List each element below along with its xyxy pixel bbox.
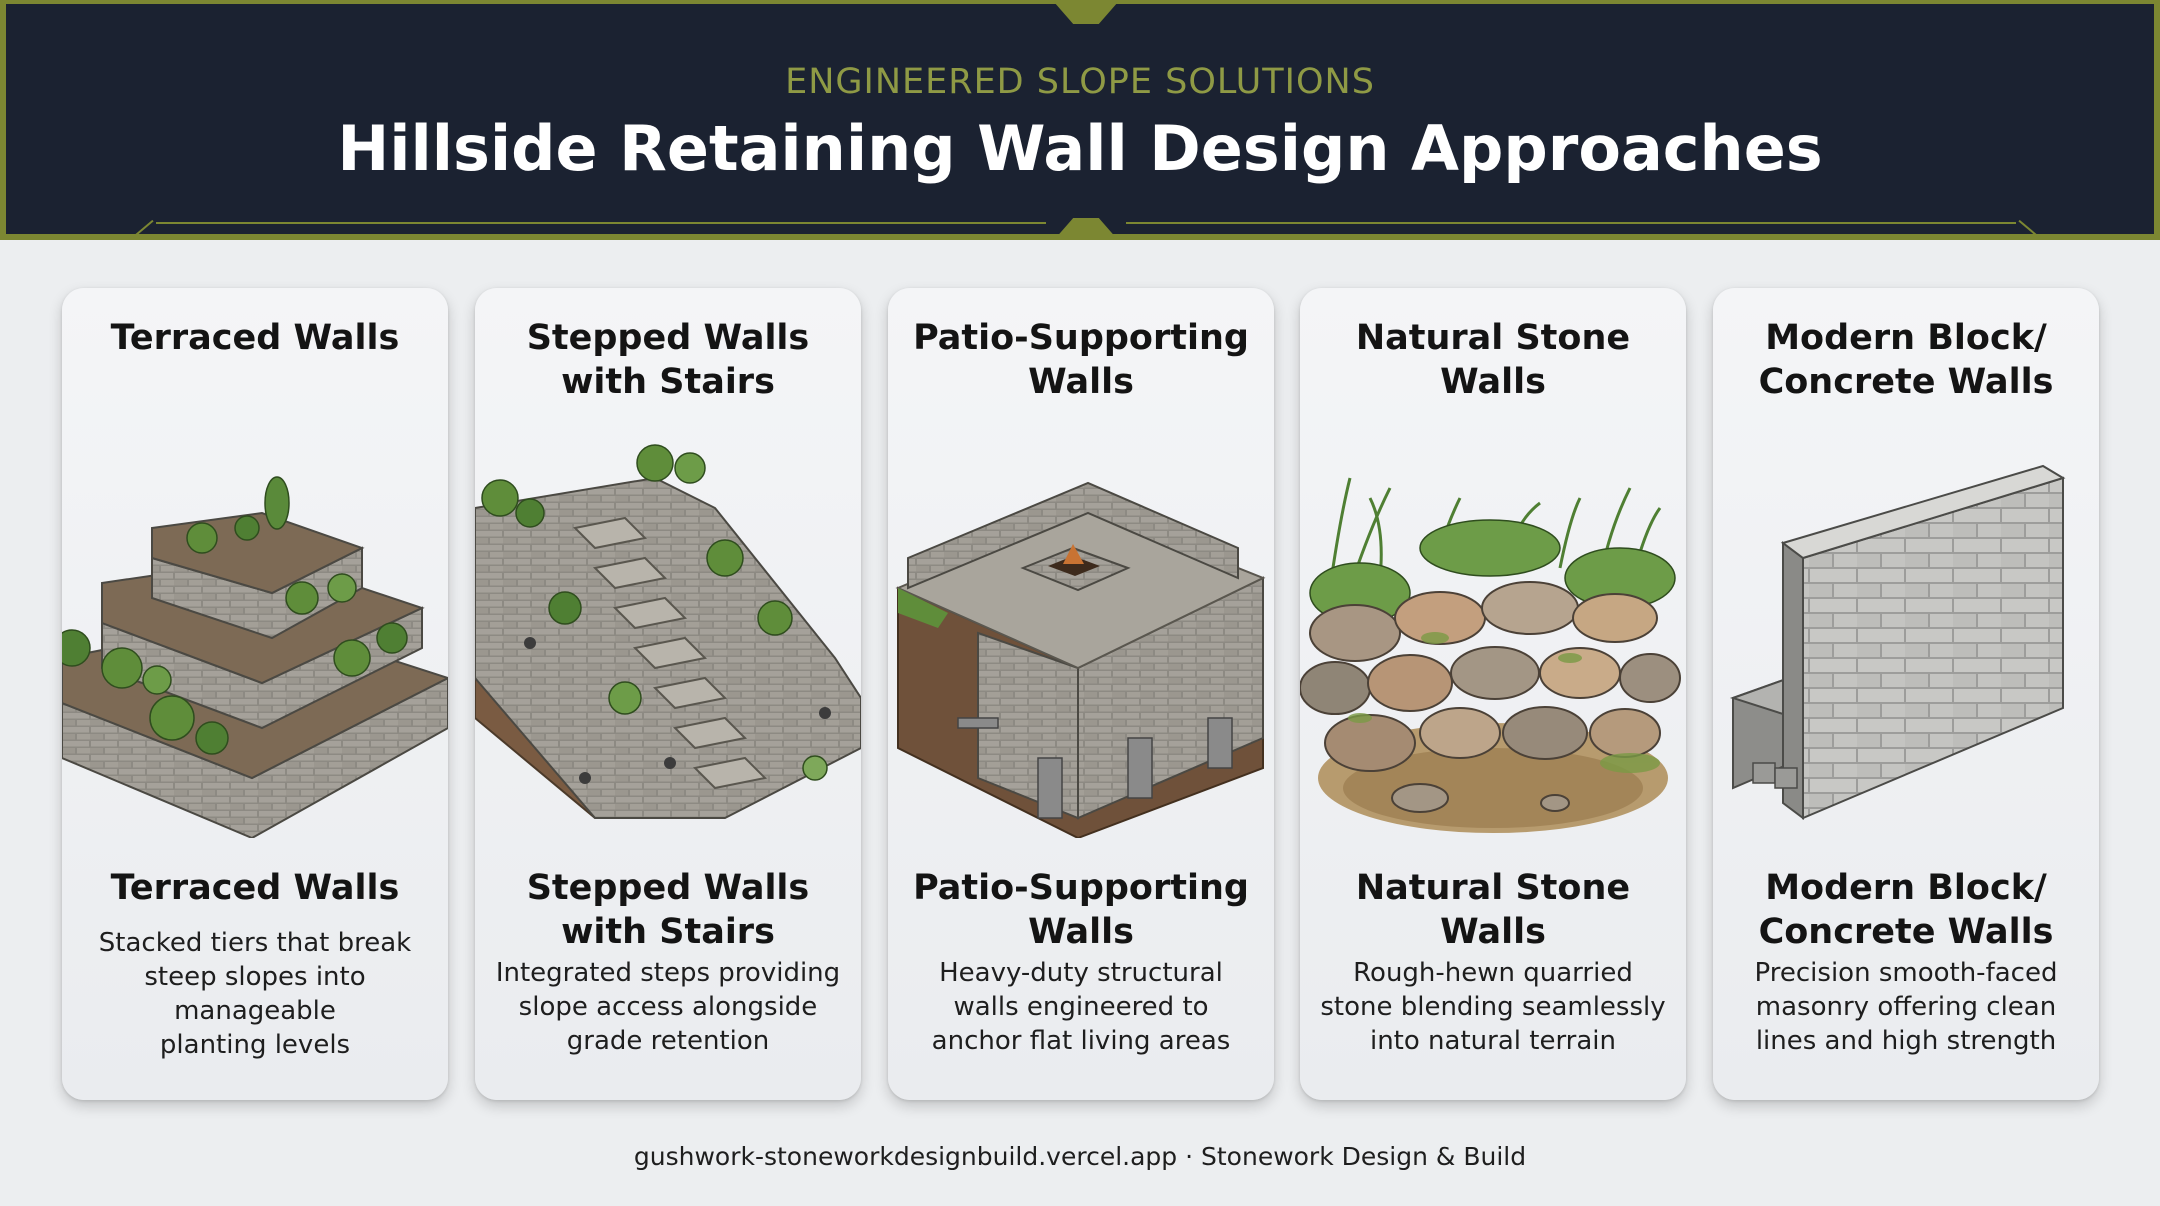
card-bottom-title: Terraced Walls — [110, 868, 400, 908]
card-patio-supporting-walls: Patio-Supporting Walls — [888, 288, 1274, 1100]
card-top-title: Stepped Walls with Stairs — [526, 318, 810, 402]
card-description: Rough-hewn quarried stone blending seaml… — [1320, 958, 1666, 1056]
stepped-wall-stairs-illustration — [475, 444, 861, 819]
card-bottom-title: Modern Block/ Concrete Walls — [1758, 868, 2054, 952]
card-top-title: Terraced Walls — [110, 318, 400, 358]
page-title: Hillside Retaining Wall Design Approache… — [337, 112, 1823, 185]
card-modern-block-concrete-walls: Modern Block/ Concrete Walls Modern Bloc… — [1713, 288, 2099, 1100]
card-terraced-walls: Terraced Walls Terraced — [62, 288, 448, 1100]
header-rule-left — [156, 222, 1046, 224]
card-top-title: Modern Block/ Concrete Walls — [1758, 318, 2054, 402]
card-top-title: Patio-Supporting Walls — [913, 318, 1249, 402]
natural-stone-wall-illustration — [1300, 477, 1681, 833]
card-stepped-walls-stairs: Stepped Walls with Stairs — [475, 288, 861, 1100]
header-rule-right — [1126, 222, 2016, 224]
card-description: Heavy-duty structural walls engineered t… — [931, 958, 1231, 1056]
card-description: Integrated steps providing slope access … — [495, 958, 841, 1056]
header-notch-bottom — [1054, 218, 1118, 240]
header-tick-right — [2018, 219, 2040, 239]
patio-wall-illustration — [895, 481, 1266, 838]
footer-attribution: gushwork-stoneworkdesignbuild.vercel.app… — [633, 1142, 1527, 1171]
header-notch-top — [1054, 2, 1118, 24]
card-natural-stone-walls: Natural Stone Walls — [1300, 288, 1686, 1100]
card-bottom-title: Stepped Walls with Stairs — [526, 868, 810, 952]
card-top-title: Natural Stone Walls — [1355, 318, 1631, 402]
header-tick-left — [132, 219, 154, 239]
header-banner: ENGINEERED SLOPE SOLUTIONS Hillside Reta… — [0, 0, 2160, 240]
card-description: Precision smooth-faced masonry offering … — [1754, 958, 2058, 1056]
card-bottom-title: Natural Stone Walls — [1355, 868, 1631, 952]
concrete-block-wall-illustration — [1729, 464, 2066, 820]
terraced-wall-illustration — [62, 476, 448, 838]
card-description: Stacked tiers that break steep slopes in… — [98, 928, 412, 1060]
card-bottom-title: Patio-Supporting Walls — [913, 868, 1249, 952]
header-eyebrow: ENGINEERED SLOPE SOLUTIONS — [785, 62, 1375, 102]
